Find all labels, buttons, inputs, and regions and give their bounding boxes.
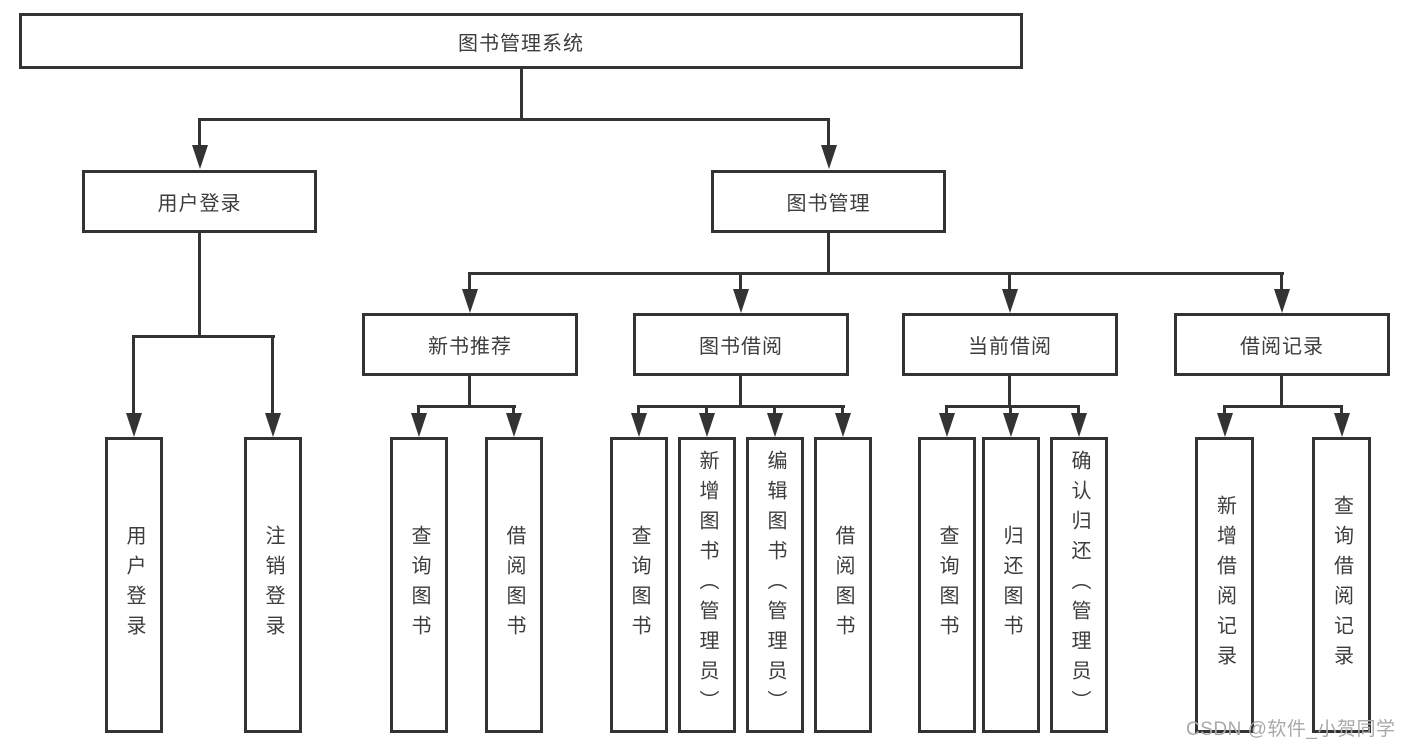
arrow-down-icon bbox=[265, 413, 281, 437]
connector-level3-shaft bbox=[468, 272, 471, 290]
leaf-label: 注销登录 bbox=[262, 525, 284, 645]
arrow-down-icon bbox=[1274, 289, 1290, 313]
leaf-query-book: 查询图书 bbox=[390, 437, 448, 733]
arrow-down-icon bbox=[1217, 413, 1233, 437]
connector-group-drop bbox=[739, 376, 742, 407]
leaf-label: 用户登录 bbox=[123, 525, 145, 645]
connector-group-rail bbox=[638, 405, 845, 408]
arrow-down-icon bbox=[733, 289, 749, 313]
leaf-confirm-return-admin: 确认归还（管理员） bbox=[1050, 437, 1108, 733]
connector-leaf-shaft bbox=[841, 405, 844, 414]
node-current-borrow: 当前借阅 bbox=[902, 313, 1118, 376]
connector-level3-shaft bbox=[1280, 272, 1283, 290]
leaf-label: 确认归还（管理员） bbox=[1068, 450, 1090, 720]
arrow-down-icon bbox=[767, 413, 783, 437]
connector-book-mgmt-drop bbox=[827, 233, 830, 274]
leaf-return-book: 归还图书 bbox=[982, 437, 1040, 733]
leaf-label: 借阅图书 bbox=[503, 525, 525, 645]
node-label: 当前借阅 bbox=[968, 336, 1052, 358]
connector-level3-rail bbox=[468, 272, 1284, 275]
arrow-down-icon bbox=[821, 145, 837, 169]
connector-group-drop bbox=[1280, 376, 1283, 407]
node-book-borrow: 图书借阅 bbox=[633, 313, 849, 376]
arrow-down-icon bbox=[126, 413, 142, 437]
arrow-down-icon bbox=[1002, 289, 1018, 313]
node-book-management: 图书管理 bbox=[711, 170, 946, 233]
leaf-query-book: 查询图书 bbox=[918, 437, 976, 733]
leaf-user-login: 用户登录 bbox=[105, 437, 163, 733]
arrow-down-icon bbox=[835, 413, 851, 437]
leaf-add-book-admin: 新增图书（管理员） bbox=[678, 437, 736, 733]
arrow-down-icon bbox=[1334, 413, 1350, 437]
leaf-label: 编辑图书（管理员） bbox=[764, 450, 786, 720]
connector-group-drop bbox=[1008, 376, 1011, 407]
leaf-label: 查询借阅记录 bbox=[1330, 495, 1353, 675]
leaf-label: 归还图书 bbox=[1000, 525, 1022, 645]
node-label: 借阅记录 bbox=[1240, 336, 1324, 358]
leaf-borrow-book: 借阅图书 bbox=[814, 437, 872, 733]
node-new-book-recommend: 新书推荐 bbox=[362, 313, 578, 376]
leaf-label: 查询图书 bbox=[408, 525, 430, 645]
connector-leaf-shaft bbox=[1009, 405, 1012, 414]
connector-level3-shaft bbox=[739, 272, 742, 290]
connector-leaf-shaft bbox=[132, 335, 135, 414]
arrow-down-icon bbox=[1071, 413, 1087, 437]
connector-group-rail bbox=[418, 405, 516, 408]
connector-leaf-shaft bbox=[417, 405, 420, 414]
node-label: 用户登录 bbox=[157, 193, 242, 215]
leaf-logout: 注销登录 bbox=[244, 437, 302, 733]
connector-user-login-drop bbox=[198, 233, 201, 337]
connector-level3-shaft bbox=[1008, 272, 1011, 290]
connector-user-login-shaft bbox=[198, 118, 201, 146]
leaf-query-borrow-record: 查询借阅记录 bbox=[1312, 437, 1371, 733]
connector-leaf-shaft bbox=[773, 405, 776, 414]
leaf-add-borrow-record: 新增借阅记录 bbox=[1195, 437, 1254, 733]
connector-user-login-rail bbox=[133, 335, 275, 338]
arrow-down-icon bbox=[939, 413, 955, 437]
node-label: 新书推荐 bbox=[428, 336, 512, 358]
arrow-down-icon bbox=[699, 413, 715, 437]
connector-group-rail bbox=[1223, 405, 1343, 408]
leaf-edit-book-admin: 编辑图书（管理员） bbox=[746, 437, 804, 733]
node-book-management-system: 图书管理系统 bbox=[19, 13, 1023, 69]
connector-leaf-shaft bbox=[1223, 405, 1226, 414]
node-label: 图书管理系统 bbox=[458, 32, 584, 55]
connector-group-rail bbox=[946, 405, 1080, 408]
connector-book-mgmt-shaft bbox=[827, 118, 830, 146]
leaf-label: 新增借阅记录 bbox=[1213, 495, 1236, 675]
connector-leaf-shaft bbox=[637, 405, 640, 414]
connector-leaf-shaft bbox=[945, 405, 948, 414]
arrow-down-icon bbox=[506, 413, 522, 437]
arrow-down-icon bbox=[462, 289, 478, 313]
leaf-label: 新增图书（管理员） bbox=[696, 450, 718, 720]
connector-group-drop bbox=[468, 376, 471, 407]
connector-leaf-shaft bbox=[512, 405, 515, 414]
node-borrow-records: 借阅记录 bbox=[1174, 313, 1390, 376]
arrow-down-icon bbox=[192, 145, 208, 169]
node-user-login: 用户登录 bbox=[82, 170, 317, 233]
connector-leaf-shaft bbox=[1077, 405, 1080, 414]
csdn-watermark: CSDN @软件_小贺同学 bbox=[1186, 719, 1396, 740]
connector-root-drop bbox=[520, 69, 523, 119]
arrow-down-icon bbox=[631, 413, 647, 437]
leaf-query-book: 查询图书 bbox=[610, 437, 668, 733]
arrow-down-icon bbox=[411, 413, 427, 437]
leaf-label: 借阅图书 bbox=[832, 525, 854, 645]
leaf-label: 查询图书 bbox=[936, 525, 958, 645]
node-label: 图书借阅 bbox=[699, 336, 783, 358]
connector-leaf-shaft bbox=[1340, 405, 1343, 414]
leaf-borrow-book: 借阅图书 bbox=[485, 437, 543, 733]
leaf-label: 查询图书 bbox=[628, 525, 650, 645]
arrow-down-icon bbox=[1003, 413, 1019, 437]
node-label: 图书管理 bbox=[786, 193, 871, 215]
connector-leaf-shaft bbox=[705, 405, 708, 414]
connector-leaf-shaft bbox=[271, 335, 274, 414]
connector-level2-rail bbox=[198, 118, 830, 121]
